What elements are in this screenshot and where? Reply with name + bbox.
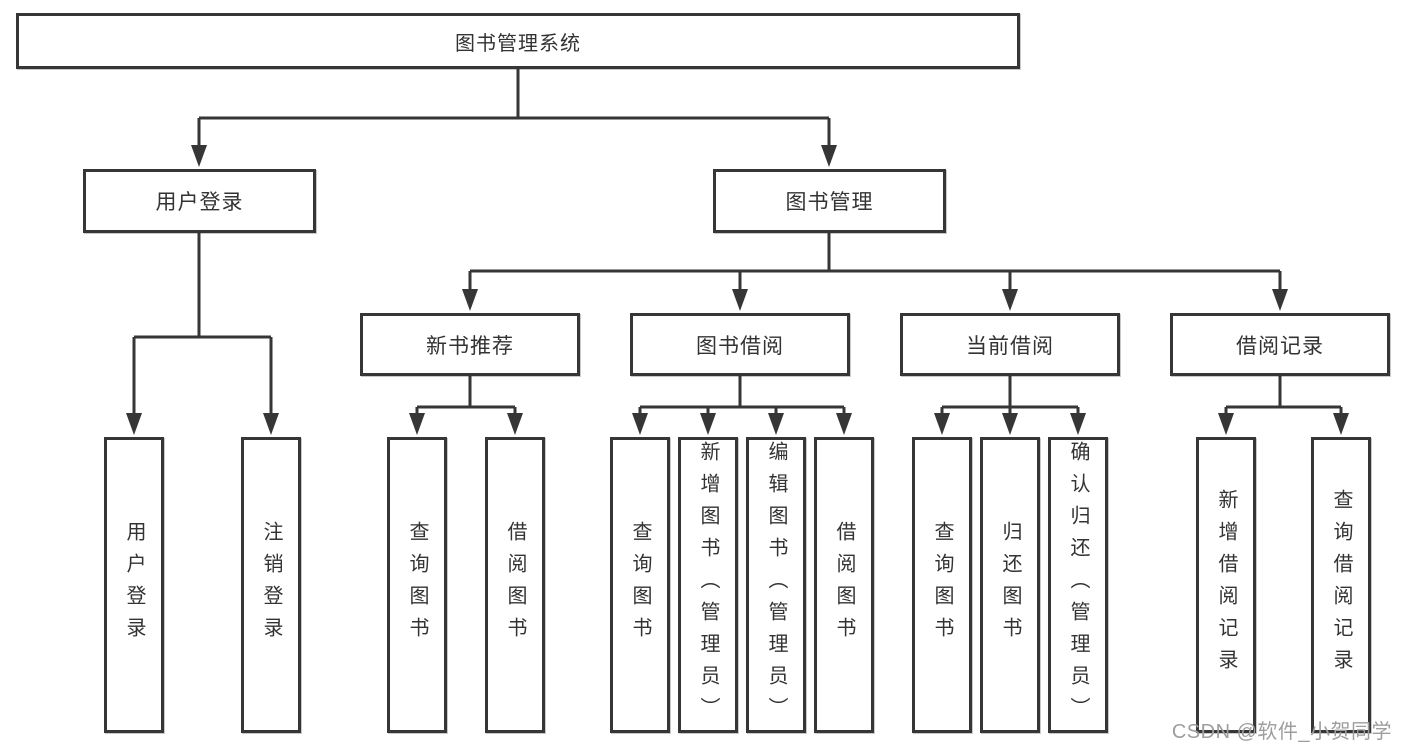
leaf-borrow-books-recommend: 借阅图书 [485,437,545,733]
leaf-user-login: 用户登录 [104,437,164,733]
leaf-confirm-return-admin: 确认归还（管理员） [1048,437,1108,733]
leaf-query-borrow-record: 查询借阅记录 [1311,437,1371,733]
leaf-edit-books-admin: 编辑图书（管理员） [746,437,806,733]
node-user-login: 用户登录 [83,169,316,233]
node-system-root: 图书管理系统 [16,13,1020,69]
node-current-borrowing: 当前借阅 [900,313,1120,376]
node-book-management: 图书管理 [713,169,946,233]
node-new-book-recommend: 新书推荐 [360,313,580,376]
leaf-query-books-current: 查询图书 [912,437,972,733]
csdn-watermark: CSDN @软件_小贺同学 [1171,721,1392,743]
leaf-query-books-recommend: 查询图书 [387,437,447,733]
leaf-return-books: 归还图书 [980,437,1040,733]
leaf-logout: 注销登录 [241,437,301,733]
node-book-borrowing: 图书借阅 [630,313,850,376]
leaf-query-books-borrowing: 查询图书 [610,437,670,733]
node-borrow-records: 借阅记录 [1170,313,1390,376]
leaf-add-books-admin: 新增图书（管理员） [678,437,738,733]
leaf-add-borrow-record: 新增借阅记录 [1196,437,1256,733]
leaf-borrow-books: 借阅图书 [814,437,874,733]
